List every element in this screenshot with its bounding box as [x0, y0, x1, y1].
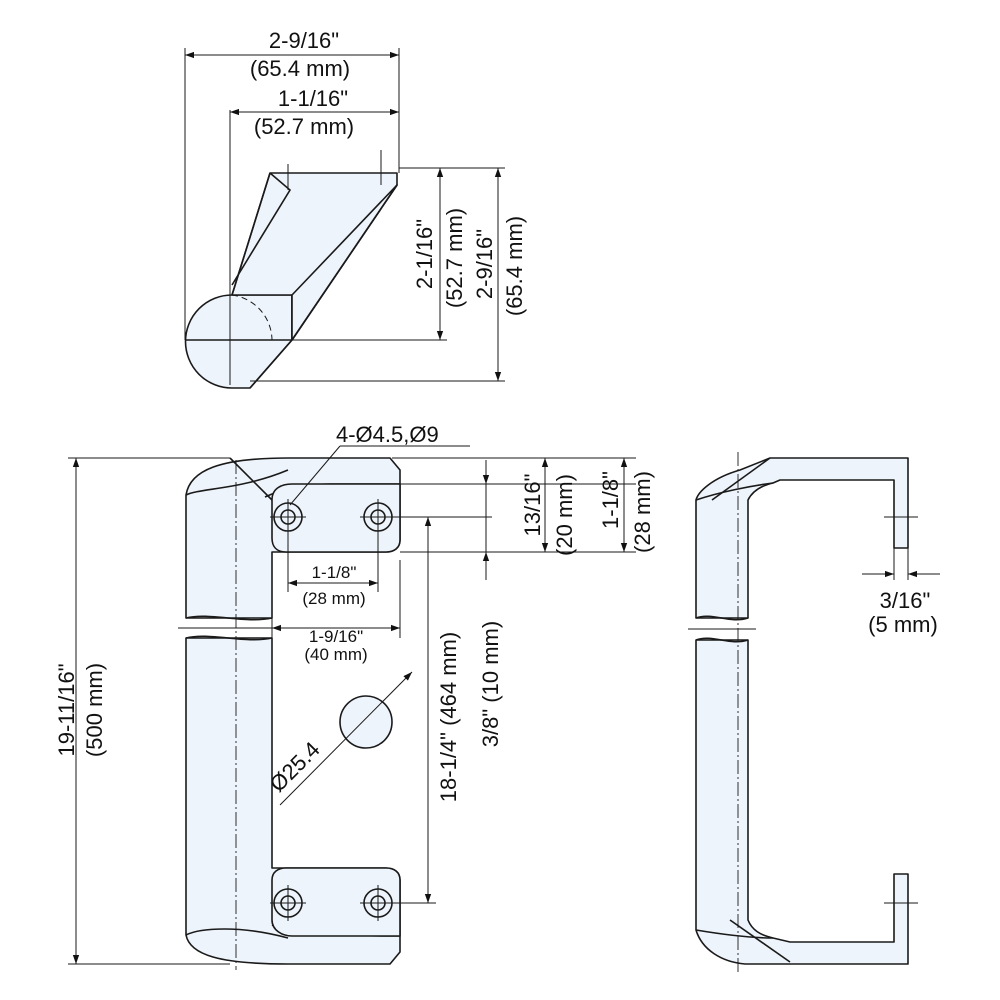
- overall-height-imperial: 2-9/16": [472, 229, 497, 299]
- top-view-handle-outline: [184, 172, 398, 389]
- top-view-dimension-lines: [185, 51, 502, 381]
- foot-length-imperial: 1-1/8": [598, 471, 623, 529]
- mounting-hole: [270, 499, 306, 535]
- side-view-handle-body: [688, 452, 918, 975]
- top-view-extension-lines: [184, 48, 505, 385]
- hole-callout: 4-Ø4.5,Ø9: [336, 422, 439, 447]
- hole-spacing-metric: (28 mm): [302, 589, 365, 608]
- base-thickness-imperial: 3/16": [880, 588, 931, 613]
- foot-edge-offset: 3/8" (10 mm): [478, 621, 503, 747]
- overall-length-imperial: 19-11/16": [54, 663, 79, 756]
- mounting-holes: [270, 499, 396, 921]
- overall-width-metric: (65.4 mm): [250, 56, 350, 81]
- foot-span-imperial: 1-1/16": [278, 86, 348, 111]
- top-view: 2-9/16" (65.4 mm) 1-1/16" (52.7 mm) 2-1/…: [184, 28, 527, 389]
- front-view: 4-Ø4.5,Ø9 13/16" (20 mm) 1-1/8" (28 mm) …: [54, 422, 655, 970]
- front-view-handle-body: [178, 457, 401, 970]
- foot-width-metric: (40 mm): [304, 645, 367, 664]
- mounting-hole: [360, 885, 396, 921]
- grip-diameter: Ø25.4: [265, 737, 325, 797]
- hole-row-offset-metric: (20 mm): [552, 474, 577, 556]
- inner-height-imperial: 2-1/16": [412, 219, 437, 289]
- foot-width-imperial: 1-9/16": [309, 627, 363, 646]
- front-view-dimension-lines: [72, 445, 628, 964]
- hole-spacing-imperial: 1-1/8": [312, 563, 357, 582]
- foot-span-metric: (52.7 mm): [254, 114, 354, 139]
- overall-width-imperial: 2-9/16": [269, 28, 339, 53]
- mounting-hole: [270, 885, 306, 921]
- base-thickness-metric: (5 mm): [868, 612, 938, 637]
- foot-length-metric: (28 mm): [630, 471, 655, 553]
- inner-height-metric: (52.7 mm): [442, 208, 467, 308]
- hole-row-offset-imperial: 13/16": [520, 474, 545, 537]
- side-view-dimension-lines: [862, 548, 940, 580]
- overall-length-metric: (500 mm): [82, 663, 107, 757]
- grip-cross-section: [279, 671, 413, 806]
- overall-height-metric: (65.4 mm): [502, 216, 527, 316]
- hole-pitch: 18-1/4" (464 mm): [436, 632, 461, 802]
- side-view: 3/16" (5 mm): [688, 452, 940, 975]
